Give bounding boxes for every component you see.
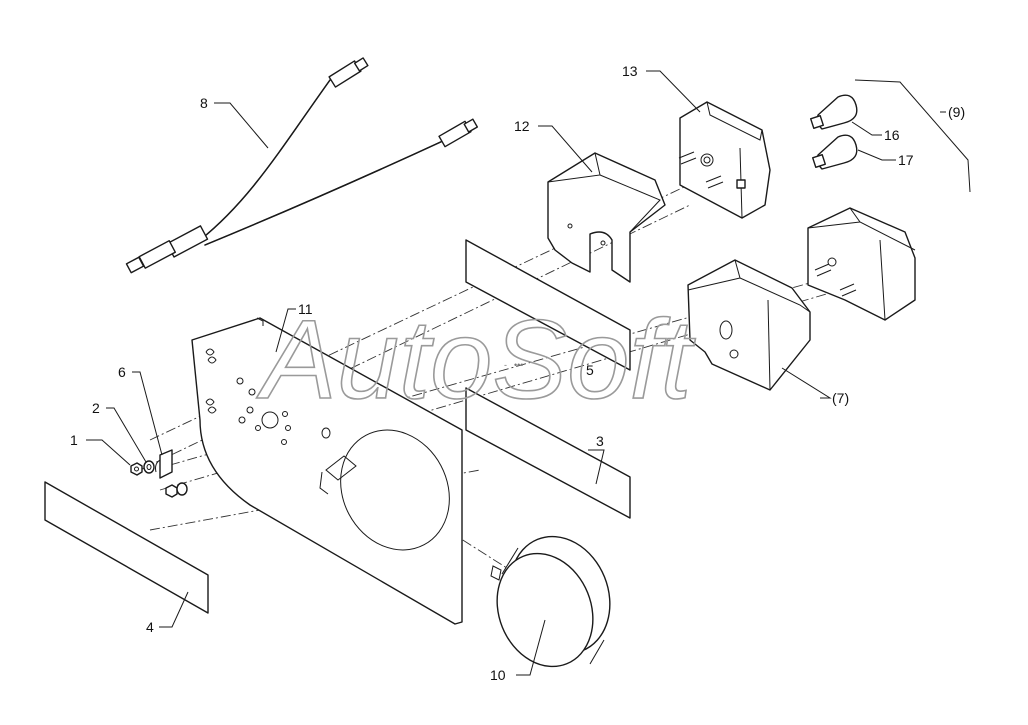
callout-13: 13 (622, 63, 638, 79)
cable-connector-main (125, 225, 209, 274)
part-1-nut (130, 462, 143, 476)
callout-9: (9) (948, 104, 965, 120)
part-5-label-plate (465, 239, 631, 371)
fastener-hardware (130, 449, 188, 498)
part-13-rear-lamp (678, 101, 771, 219)
watermark-dots: - ••• (504, 360, 523, 370)
callout-6: 6 (118, 364, 126, 380)
part-17-bulb (811, 134, 858, 170)
callout-2: 2 (92, 400, 100, 416)
part-8-cable-harness (125, 57, 479, 274)
part-4-label-plate (44, 481, 209, 614)
callout-8: 8 (200, 95, 208, 111)
leader-lines (86, 70, 946, 676)
callout-labels: 1 2 3 4 5 6 (7) 8 (9) 10 11 12 13 16 17 (70, 63, 965, 683)
callout-4: 4 (146, 619, 154, 635)
cable-connector-right (438, 118, 479, 148)
part-7-marker-lamp (687, 259, 811, 391)
callout-10: 10 (490, 667, 506, 683)
cable-connector-upper (328, 57, 369, 88)
callout-16: 16 (884, 127, 900, 143)
callout-3: 3 (596, 433, 604, 449)
callout-17: 17 (898, 152, 914, 168)
callout-7: (7) (832, 390, 849, 406)
part-2-washer (143, 460, 155, 474)
part-11-mounting-plate (191, 317, 463, 625)
part-3-label-plate (465, 387, 631, 519)
callout-5: 5 (586, 362, 594, 378)
part-6-clip (155, 449, 173, 479)
svg-text:-: - (504, 360, 507, 370)
callout-12: 12 (514, 118, 530, 134)
callout-1: 1 (70, 432, 78, 448)
part-9-lamp-assembly (807, 79, 971, 321)
part-10-round-lamp (490, 535, 611, 668)
part-12-lamp-bracket (547, 152, 666, 283)
lower-nut (165, 482, 188, 498)
watermark-text: AutoSoft (256, 297, 696, 422)
part-16-bulb (809, 94, 858, 130)
callout-11: 11 (298, 301, 313, 317)
svg-text:•••: ••• (514, 360, 523, 370)
